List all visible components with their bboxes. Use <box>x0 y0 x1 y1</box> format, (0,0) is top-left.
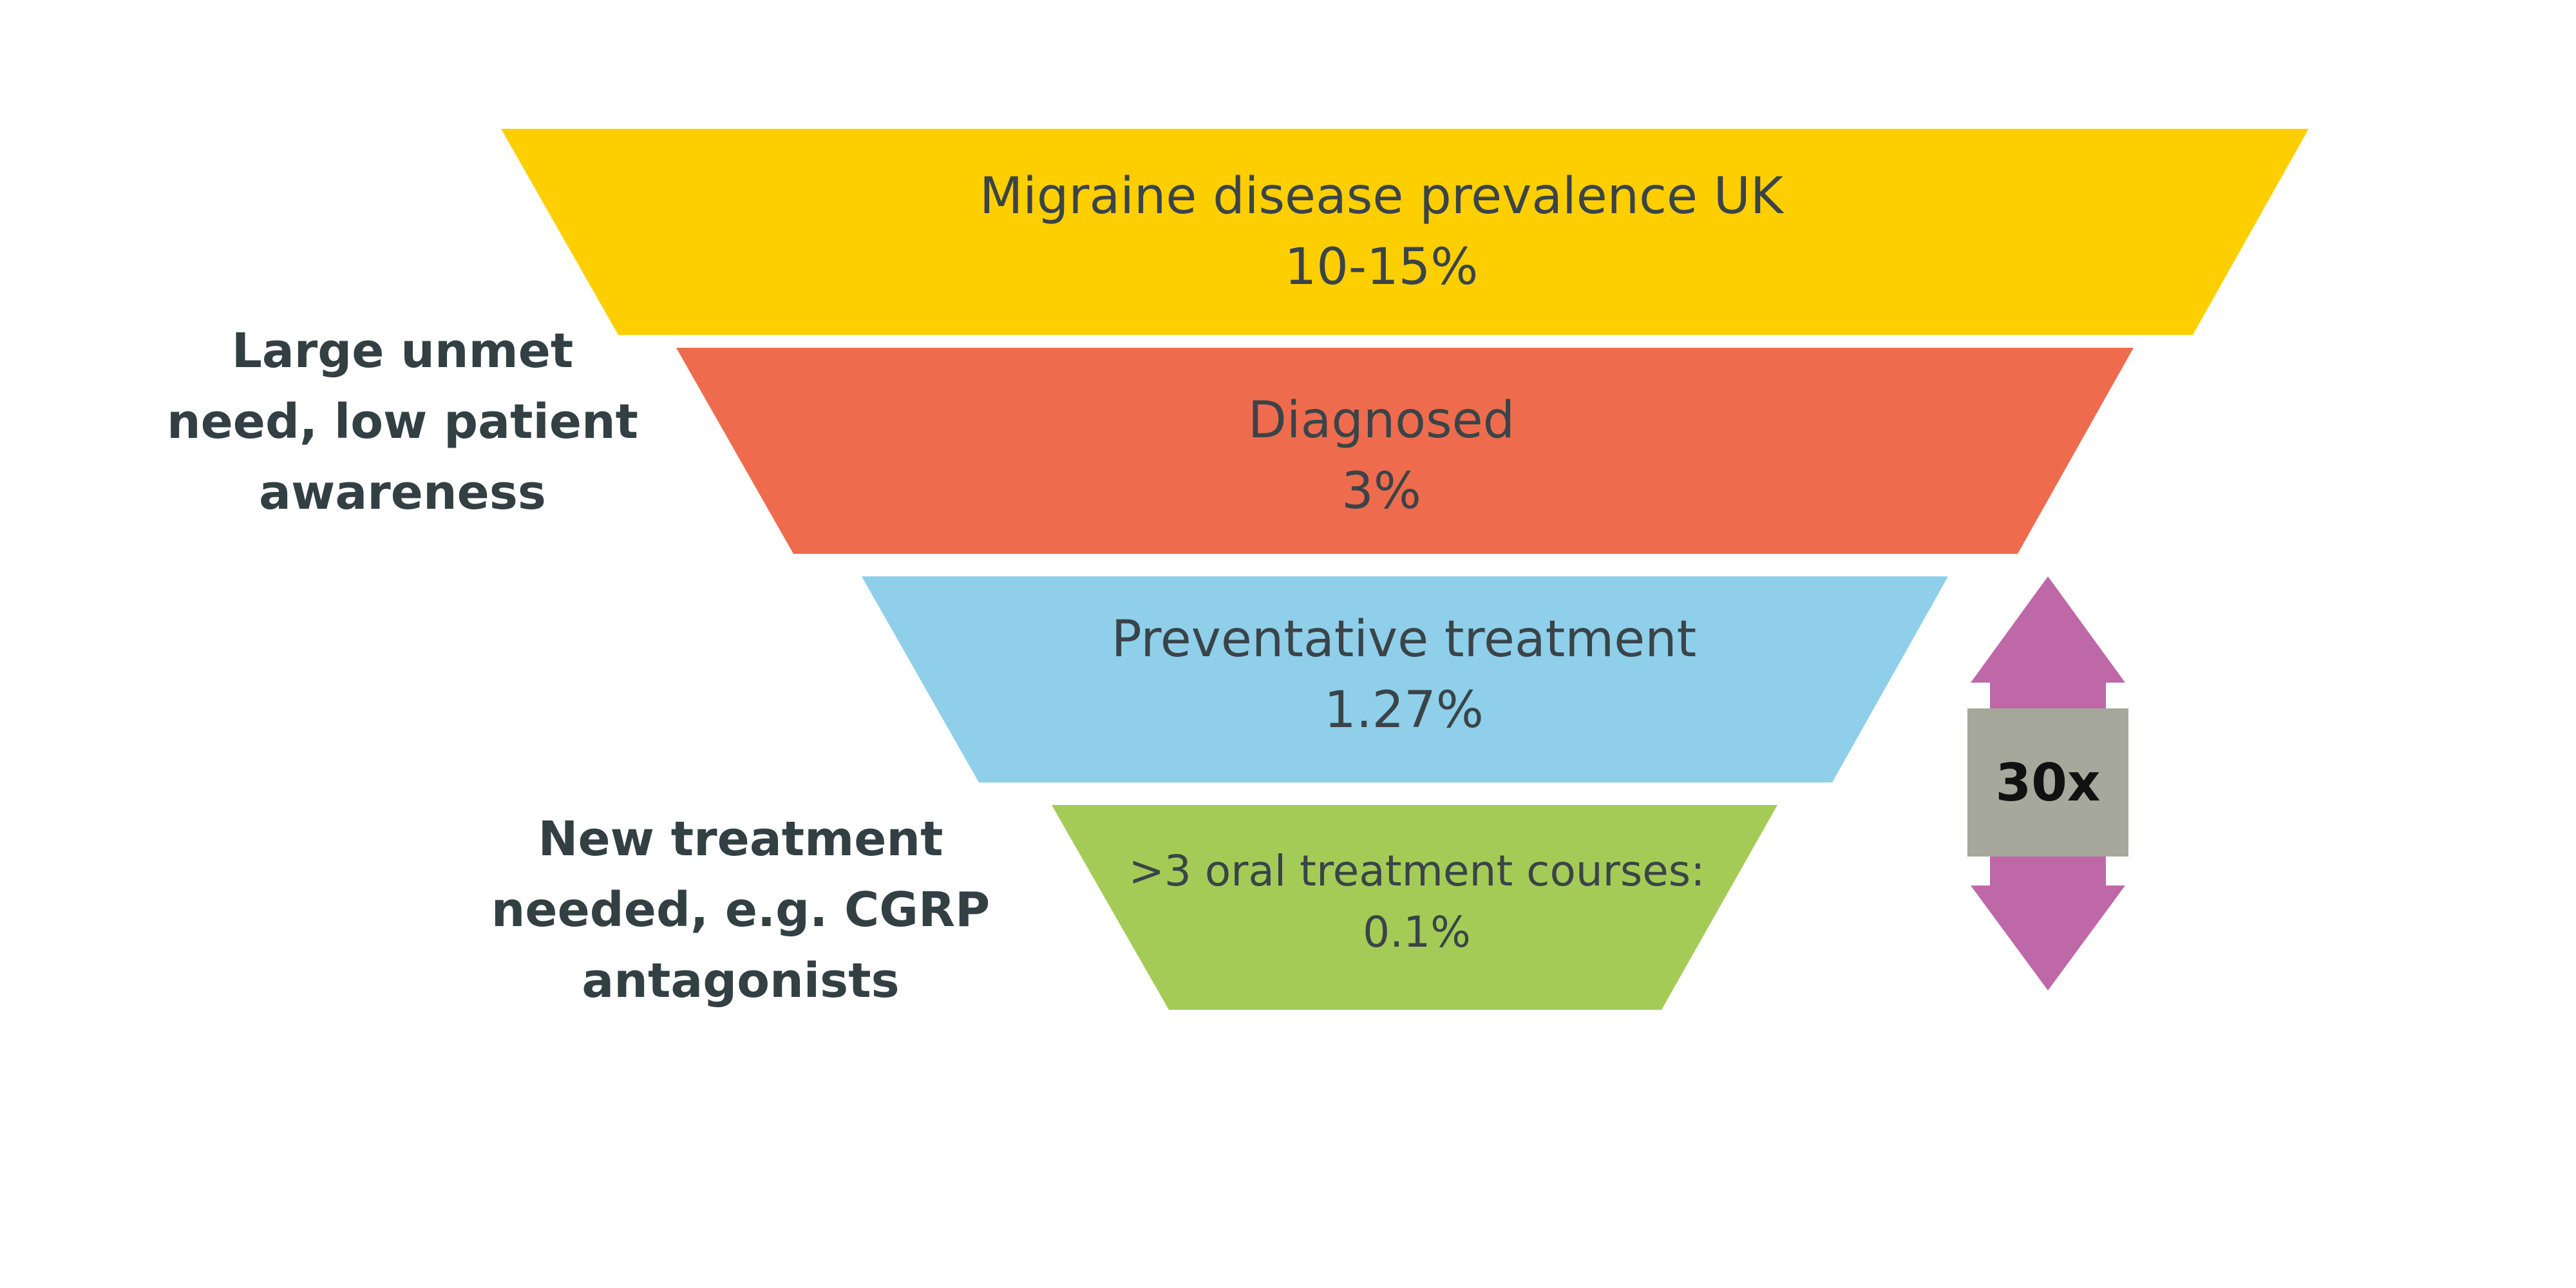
funnel-tier-2-label: Diagnosed 3% <box>863 385 1900 527</box>
tier-3-title: Preventative treatment <box>1111 611 1697 668</box>
tier-2-title: Diagnosed <box>1247 392 1515 450</box>
tier-2-value: 3% <box>1341 462 1421 520</box>
unmet-need-line-3: awareness <box>259 465 546 520</box>
tier-1-value: 10-15% <box>1284 238 1479 296</box>
arrow-up-head <box>1971 576 2125 683</box>
tier-3-value: 1.27% <box>1324 681 1484 739</box>
new-treatment-line-2: needed, e.g. CGRP <box>491 882 990 938</box>
new-treatment-line-3: antagonists <box>582 953 900 1009</box>
funnel-tier-4-shape <box>1052 805 1777 1010</box>
arrow-down-stem <box>1990 857 2106 886</box>
tier-4-value: 0.1% <box>1363 907 1471 957</box>
unmet-need-label: Large unmet need, low patient awareness <box>129 316 676 528</box>
unmet-need-line-1: Large unmet <box>231 323 574 379</box>
arrow-down-head <box>1971 886 2125 990</box>
multiplier-label: 30x <box>1995 752 2101 813</box>
unmet-need-line-2: need, low patient <box>166 394 639 450</box>
funnel-tier-2-shape <box>676 348 2134 554</box>
funnel-tier-1-shape <box>501 129 2309 335</box>
funnel-tier-1-label: Migraine disease prevalence UK 10-15% <box>863 161 1900 303</box>
funnel-tier-4-label: >3 oral treatment courses: 0.1% <box>1108 840 1726 963</box>
funnel-tier-3-label: Preventative treatment 1.27% <box>1018 604 1790 746</box>
arrow-up-stem <box>1990 683 2106 708</box>
multiplier-box <box>1967 708 2128 857</box>
new-treatment-line-1: New treatment <box>538 811 943 867</box>
tier-1-title: Migraine disease prevalence UK <box>979 167 1784 225</box>
tier-4-title: >3 oral treatment courses: <box>1128 846 1705 896</box>
new-treatment-label: New treatment needed, e.g. CGRP antagoni… <box>451 804 1030 1016</box>
funnel-tier-3-shape <box>862 576 1948 782</box>
